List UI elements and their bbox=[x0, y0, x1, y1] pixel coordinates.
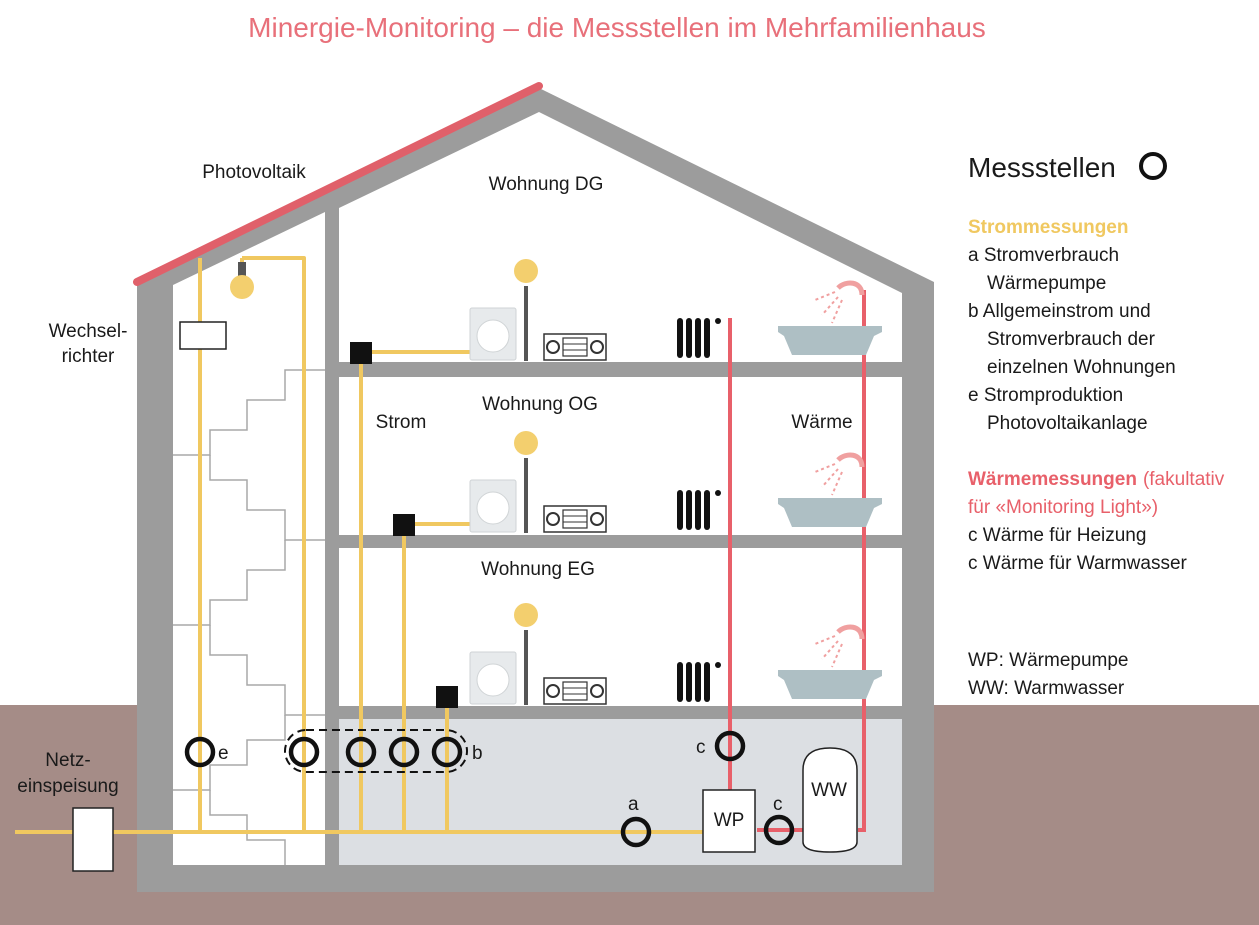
meter-a-label: a bbox=[628, 794, 639, 815]
stairwell-light bbox=[230, 262, 254, 299]
legend-abbr: WW: Warmwasser bbox=[968, 678, 1125, 699]
label-waerme: Wärme bbox=[791, 412, 852, 433]
legend-heading: Messstellen bbox=[968, 152, 1116, 183]
label-photovoltaik: Photovoltaik bbox=[202, 162, 306, 183]
appliances-eg bbox=[469, 603, 882, 705]
label-wohnung-dg: Wohnung DG bbox=[489, 174, 604, 195]
legend-waerme-item: c Wärme für Warmwasser bbox=[968, 553, 1188, 574]
legend-strom-item: einzelnen Wohnungen bbox=[987, 357, 1176, 378]
label-strom: Strom bbox=[376, 412, 427, 433]
legend-strom-item: Wärmepumpe bbox=[987, 273, 1106, 294]
legend-circle-icon bbox=[1139, 152, 1167, 180]
apartment-dg bbox=[339, 112, 902, 362]
roof-edge bbox=[133, 82, 543, 286]
label-wechselrichter-2: richter bbox=[62, 346, 115, 367]
legend-waerme-note-2: für «Monitoring Light») bbox=[968, 497, 1158, 518]
meter-box-og bbox=[393, 514, 415, 536]
page-title: Minergie-Monitoring – die Messstellen im… bbox=[248, 12, 986, 43]
hot-water-tank bbox=[802, 747, 858, 853]
label-wechselrichter-1: Wechsel- bbox=[49, 321, 128, 342]
meter-c1-label: c bbox=[696, 737, 706, 758]
meter-e bbox=[184, 736, 216, 768]
legend-strom-item: e Stromproduktion bbox=[968, 385, 1123, 406]
heat-pump-box bbox=[702, 789, 756, 853]
hot-water-tank-label: WW bbox=[811, 780, 847, 801]
power-lines bbox=[15, 256, 703, 834]
legend-strom-item: b Allgemeinstrom und bbox=[968, 301, 1151, 322]
label-wohnung-og: Wohnung OG bbox=[482, 394, 598, 415]
legend-strom-item: a Stromverbrauch bbox=[968, 245, 1119, 266]
label-netz-1: Netz- bbox=[45, 750, 90, 771]
meter-b-label: b bbox=[472, 743, 483, 764]
stairwell bbox=[173, 212, 325, 865]
meter-b-1 bbox=[288, 736, 320, 768]
meter-a bbox=[620, 816, 652, 848]
heat-pump-label: WP bbox=[714, 810, 745, 831]
meter-group-b-outline bbox=[284, 729, 468, 773]
meter-b-4 bbox=[431, 736, 463, 768]
appliances-og bbox=[469, 431, 882, 533]
meter-b-2 bbox=[345, 736, 377, 768]
meter-c2-label: c bbox=[773, 794, 783, 815]
legend-abbr: WP: Wärmepumpe bbox=[968, 650, 1128, 671]
grid-feed-box bbox=[72, 807, 114, 872]
label-wohnung-eg: Wohnung EG bbox=[481, 559, 595, 580]
legend: Messstellen Strommessungen a Stromverbra… bbox=[968, 152, 1225, 699]
appliances-dg bbox=[469, 259, 882, 361]
meter-c-heating bbox=[714, 730, 746, 762]
staircase bbox=[173, 369, 325, 865]
legend-waerme-title-line: Wärmemessungen (fakultativ bbox=[968, 469, 1225, 490]
legend-waerme-note-1: (fakultativ bbox=[1143, 469, 1225, 490]
legend-waerme-item: c Wärme für Heizung bbox=[968, 525, 1146, 546]
meter-e-label: e bbox=[218, 743, 229, 764]
meter-box-eg bbox=[436, 686, 458, 708]
meter-c-water bbox=[763, 814, 795, 846]
meter-b-3 bbox=[388, 736, 420, 768]
legend-strom-item: Stromverbrauch der bbox=[987, 329, 1156, 350]
label-netz-2: einspeisung bbox=[17, 776, 118, 797]
legend-strom-title: Strommessungen bbox=[968, 217, 1128, 238]
legend-strom-item: Photovoltaikanlage bbox=[987, 413, 1148, 434]
inverter-box bbox=[179, 321, 227, 350]
legend-waerme-title: Wärmemessungen bbox=[968, 469, 1137, 490]
meter-box-dg bbox=[350, 342, 372, 364]
measuring-points bbox=[184, 730, 795, 848]
